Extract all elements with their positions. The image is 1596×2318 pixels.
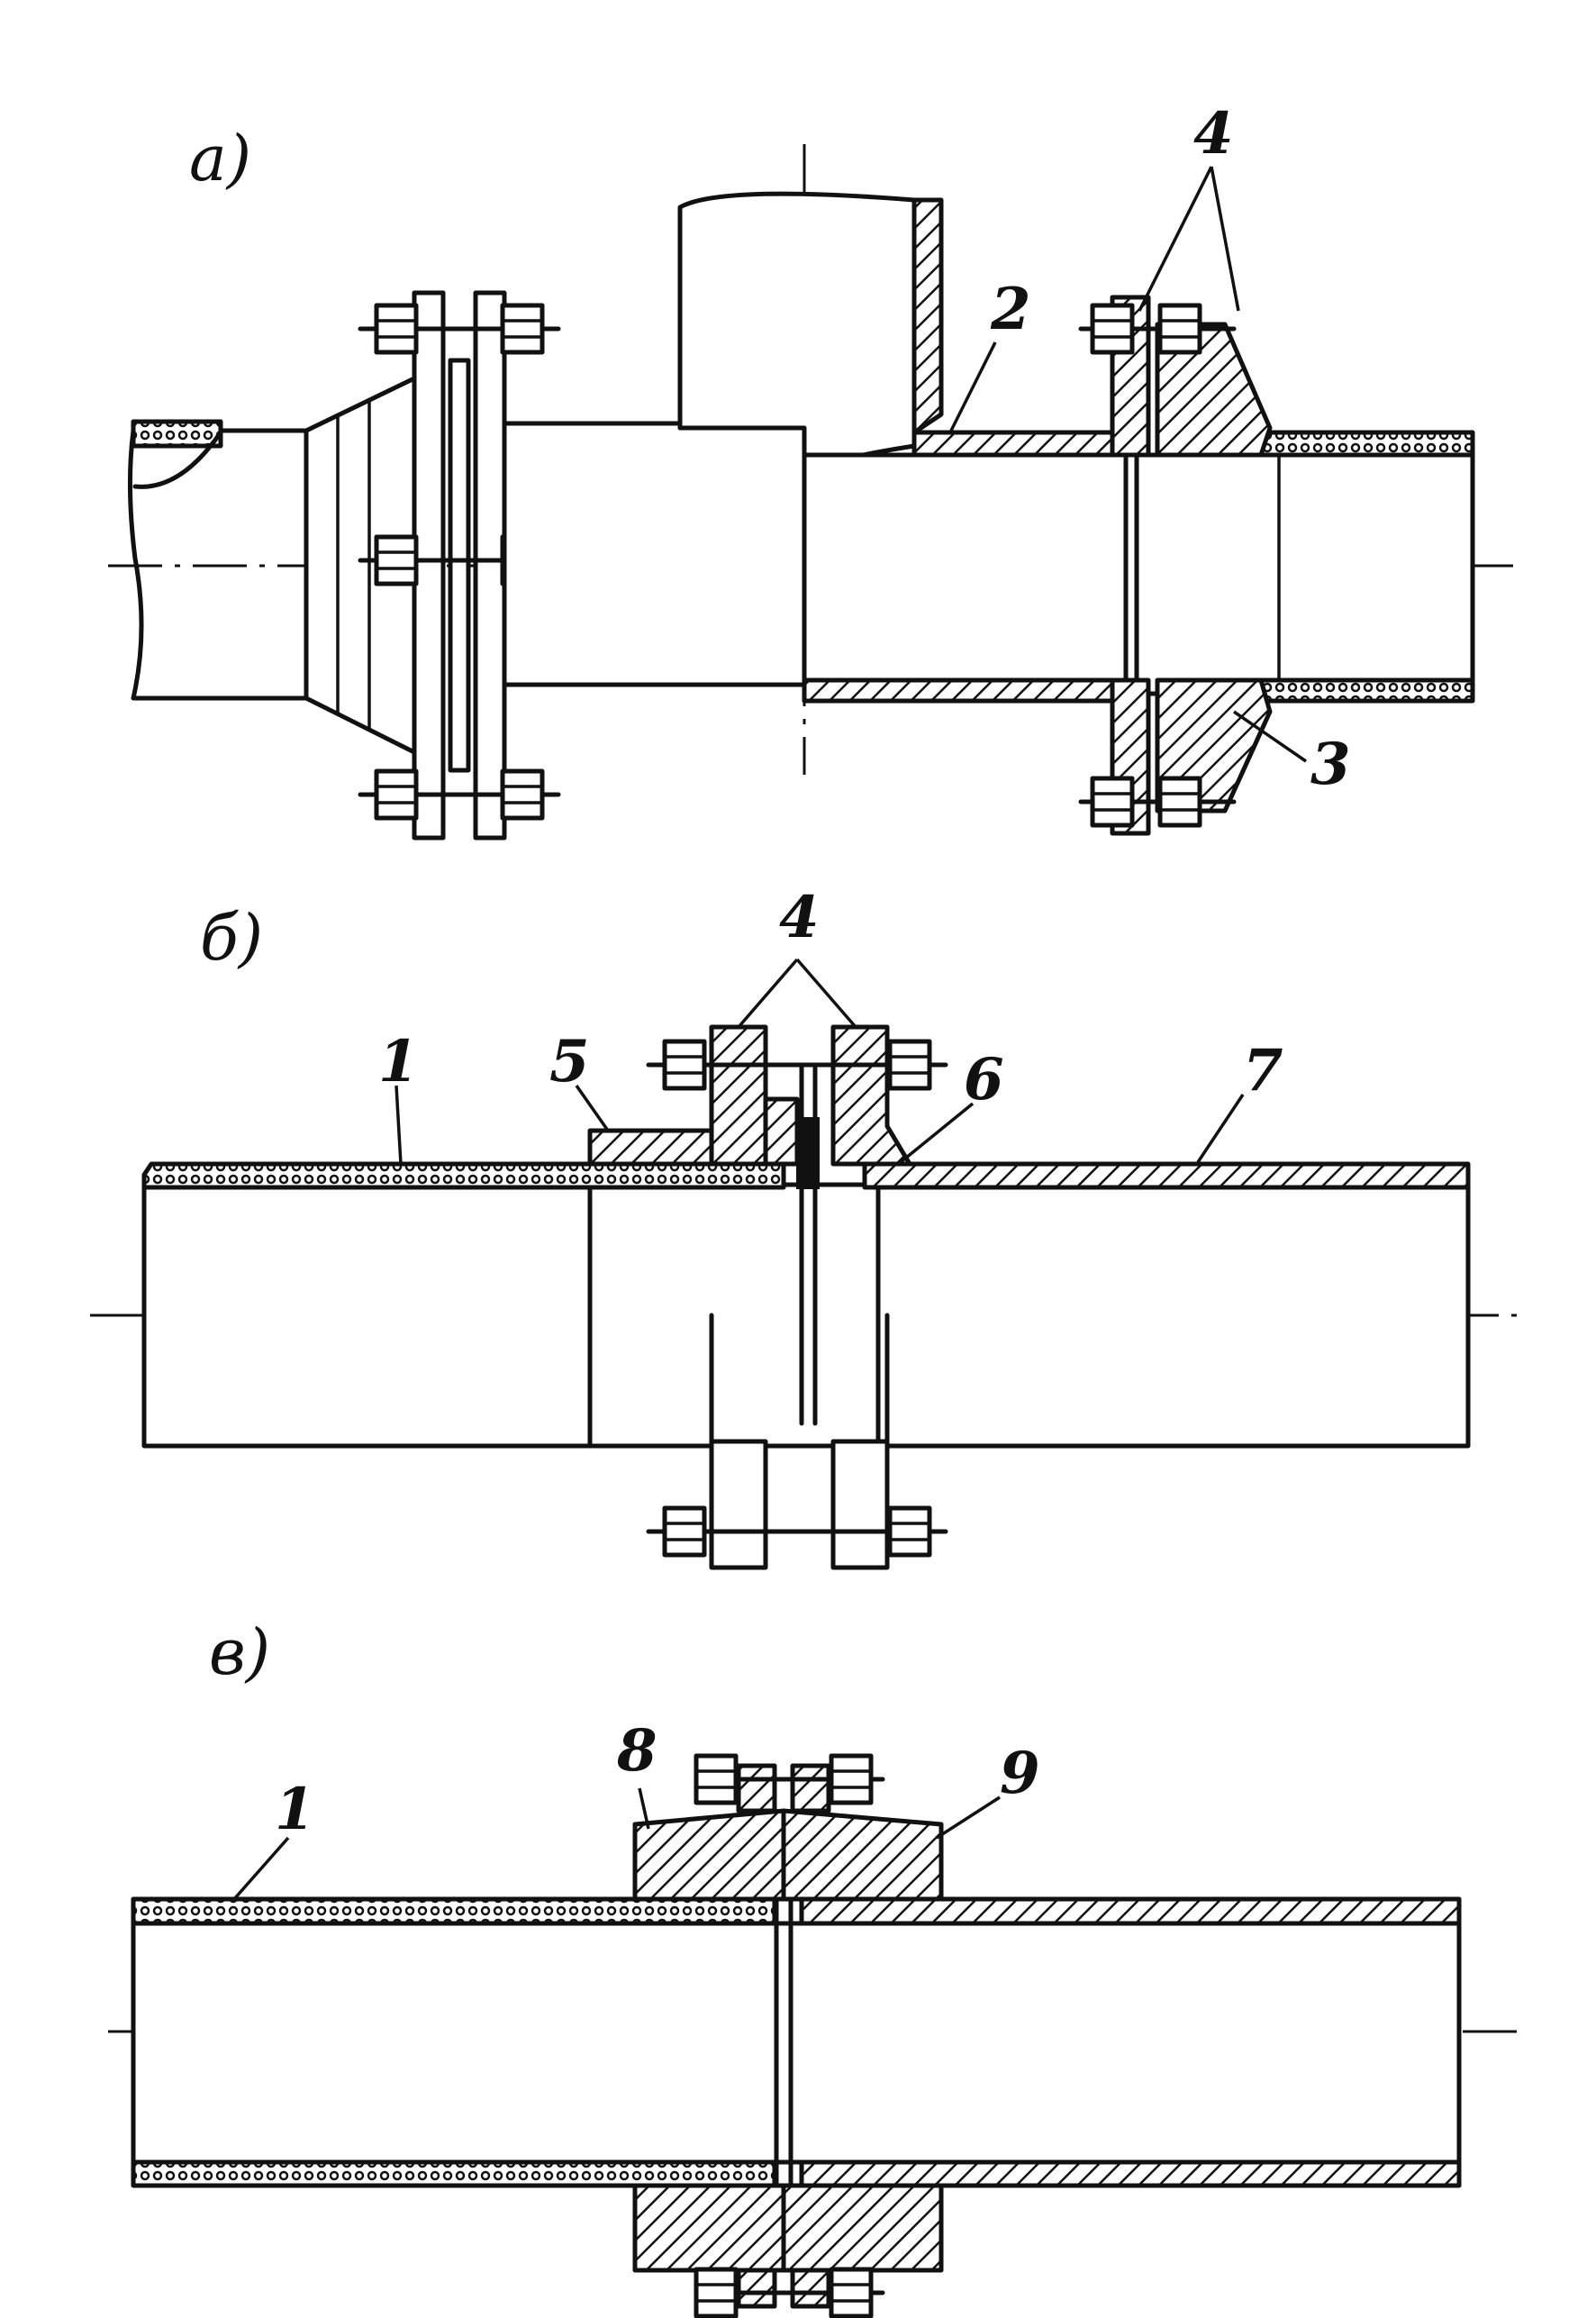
panel-a-bottom-wall [802,677,1120,704]
panel-b-flange-left-top [709,1024,768,1167]
panel-c-lining-top-left [131,1896,777,1926]
panel-a-flange-right [473,290,507,841]
panel-b-flange-left-bottom [709,1439,768,1570]
panel-b-callout-5: 5 [549,1028,590,1095]
panel-a-top-wall [911,430,1120,458]
panel-c-coupling-left-top [632,1808,786,1902]
panel-c: в) 8 9 1 [108,1615,1522,2316]
panel-c-coupling-right-top [781,1808,944,1902]
panel-b-sleeve [587,1128,723,1167]
panel-a-left-pipe-wall [131,419,223,449]
panel-c-pipe [131,1921,1462,2165]
panel-a-callout-2: 2 [990,276,1031,343]
panel-b-lining [141,1161,786,1190]
panel-b-callout-1: 1 [378,1028,419,1095]
panel-b-leader-1 [394,1085,403,1165]
panel-b-callout-4: 4 [779,884,820,951]
panel-a-lining-bottom [1249,677,1475,704]
panel-a-collar-top [1155,322,1273,458]
panel-a-branch-wall [911,197,944,435]
panel-a-branch-pipe [677,191,917,471]
panel-b-callout-7: 7 [1243,1037,1283,1104]
panel-b-flange-right-bottom [830,1439,890,1570]
panel-c-leader-8 [638,1787,650,1830]
panel-b-leader-5 [575,1084,610,1132]
panel-c-wall-bottom-right [799,2159,1462,2188]
panel-b-leader-7 [1196,1094,1245,1163]
panel-a-leader-3 [1233,710,1307,763]
panel-c-coupling-left-bottom [632,2183,786,2273]
panel-b-right-wall [862,1161,1471,1190]
panel-c-callout-8: 8 [616,1717,657,1785]
panel-c-lining-bottom-left [131,2159,777,2188]
panel-b-callout-6: 6 [964,1046,1004,1114]
panel-a-callout-3: 3 [1310,731,1351,798]
panel-a-leader-4 [1138,166,1240,312]
panel-a-break-line [132,430,223,489]
panel-a-left-pipe [127,428,309,701]
panel-a-letter: а) [189,122,251,195]
panel-c-wall-top-right [799,1896,1462,1926]
panel-c-leader-1 [232,1836,290,1901]
panel-a-lining-top [1258,430,1475,458]
panel-c-coupling-right-bottom [781,2183,944,2273]
panel-c-callout-9: 9 [1000,1740,1040,1807]
panel-b-flange-right-top [830,1024,912,1167]
panel-b-leader-4 [737,958,857,1029]
panel-a-tee-body [502,421,807,687]
panel-a-flange-left [412,290,446,841]
panel-a: а) [108,100,1513,841]
panel-c-leader-9 [936,1795,1001,1840]
panel-a-callout-4: 4 [1193,100,1234,168]
panel-b-letter: б) [200,901,263,975]
panel-b: б) 4 [90,884,1522,1570]
panel-b-leader-6 [899,1102,975,1164]
panel-a-leader-2 [948,341,997,433]
panel-c-callout-1: 1 [275,1776,315,1843]
panel-c-letter: в) [209,1615,270,1689]
